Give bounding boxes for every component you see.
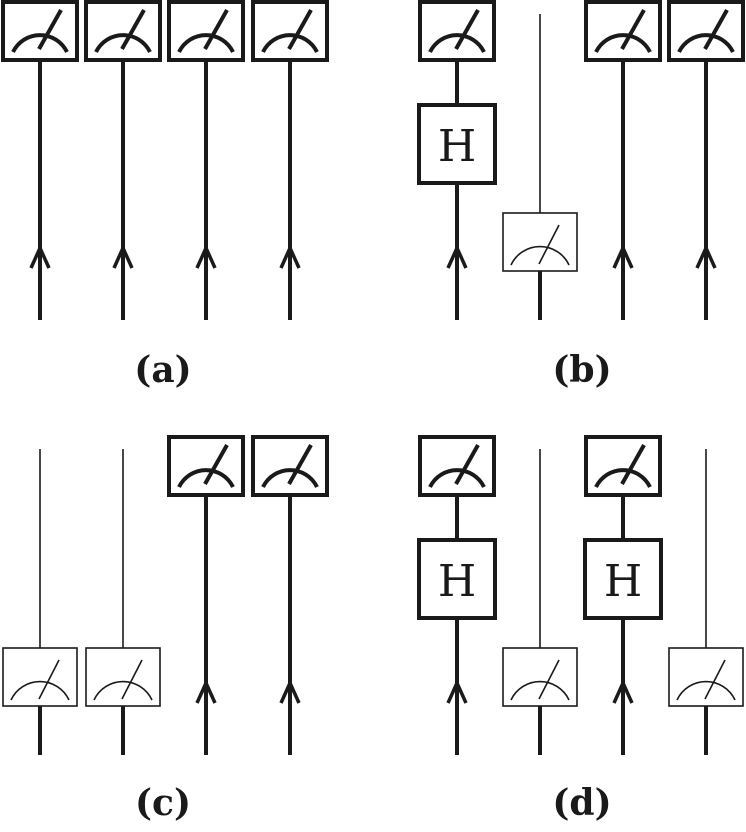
meter-arc <box>428 468 486 488</box>
meter-needle <box>454 9 480 50</box>
panel-c <box>2 435 329 755</box>
measurement-meter-icon <box>418 0 496 62</box>
meter-box <box>502 647 578 707</box>
meter-arc <box>677 33 735 53</box>
meter-needle <box>203 444 229 485</box>
meter-arc <box>94 33 152 53</box>
wire-d-2 <box>502 449 578 755</box>
hadamard-gate: H <box>417 538 497 620</box>
measurement-meter-icon <box>1 0 79 62</box>
meter-needle <box>454 444 480 485</box>
measurement-meter-icon <box>2 647 78 707</box>
wire-d-3: H <box>583 435 663 755</box>
gate-box <box>417 538 497 620</box>
measurement-meter-icon <box>167 0 245 62</box>
measurement-meter-icon <box>502 647 578 707</box>
wire-b-2 <box>502 14 578 320</box>
measurement-meter-icon <box>502 212 578 272</box>
wire-a-2 <box>84 0 162 320</box>
measurement-meter-icon <box>584 0 662 62</box>
meter-arc <box>428 33 486 53</box>
meter-arc <box>11 33 69 53</box>
up-arrow-icon <box>612 678 634 704</box>
meter-needle <box>121 659 143 700</box>
wire-d-4 <box>668 449 744 755</box>
up-arrow-icon <box>195 243 217 269</box>
wire-a-3 <box>167 0 245 320</box>
gate-box <box>583 538 663 620</box>
meter-needle <box>120 9 146 50</box>
meter-needle <box>620 444 646 485</box>
meter-arc <box>510 245 570 266</box>
meter-needle <box>203 9 229 50</box>
measurement-meter-icon <box>167 435 245 497</box>
meter-needle <box>287 9 313 50</box>
meter-needle <box>704 659 726 700</box>
gate-label: H <box>604 556 642 607</box>
up-arrow-icon <box>279 678 301 704</box>
up-arrow-icon <box>446 243 468 269</box>
measurement-meter-icon <box>84 0 162 62</box>
meter-arc <box>676 680 736 701</box>
measurement-meter-icon <box>251 0 329 62</box>
up-arrow-icon <box>195 678 217 704</box>
meter-needle <box>38 659 60 700</box>
wire-c-2 <box>85 449 161 755</box>
measurement-meter-icon <box>418 435 496 497</box>
wire-c-1 <box>2 449 78 755</box>
panel-a <box>1 0 329 320</box>
hadamard-gate: H <box>417 103 497 185</box>
measurement-meter-icon <box>668 647 744 707</box>
up-arrow-icon <box>279 243 301 269</box>
wire-a-1 <box>1 0 79 320</box>
meter-box <box>251 0 329 62</box>
wire-a-4 <box>251 0 329 320</box>
meter-arc <box>594 33 652 53</box>
up-arrow-icon <box>612 243 634 269</box>
meter-box <box>1 0 79 62</box>
meter-arc <box>177 468 235 488</box>
gate-label: H <box>438 121 476 172</box>
panel-label-a: (a) <box>134 349 191 391</box>
measurement-meter-icon <box>85 647 161 707</box>
meter-arc <box>594 468 652 488</box>
meter-needle <box>620 9 646 50</box>
meter-arc <box>261 468 319 488</box>
wire-c-4 <box>251 435 329 755</box>
meter-needle <box>538 224 560 265</box>
gate-box <box>417 103 497 185</box>
meter-arc <box>177 33 235 53</box>
wire-b-1: H <box>417 0 497 320</box>
wire-b-4 <box>667 0 745 320</box>
meter-needle <box>703 9 729 50</box>
measurement-meter-icon <box>251 435 329 497</box>
wire-d-1: H <box>417 435 497 755</box>
meter-needle <box>37 9 63 50</box>
meter-arc <box>93 680 153 701</box>
meter-needle <box>538 659 560 700</box>
meter-arc <box>510 680 570 701</box>
measurement-meter-icon <box>584 435 662 497</box>
up-arrow-icon <box>112 243 134 269</box>
meter-arc <box>261 33 319 53</box>
measurement-meter-icon <box>667 0 745 62</box>
up-arrow-icon <box>446 678 468 704</box>
meter-arc <box>10 680 70 701</box>
gate-label: H <box>438 556 476 607</box>
panel-label-b: (b) <box>552 349 611 391</box>
up-arrow-icon <box>695 243 717 269</box>
panel-label-c: (c) <box>135 782 191 824</box>
wire-b-3 <box>584 0 662 320</box>
hadamard-gate: H <box>583 538 663 620</box>
panel-label-d: (d) <box>552 782 611 824</box>
meter-needle <box>287 444 313 485</box>
wire-c-3 <box>167 435 245 755</box>
panel-b: H <box>417 0 745 320</box>
up-arrow-icon <box>29 243 51 269</box>
